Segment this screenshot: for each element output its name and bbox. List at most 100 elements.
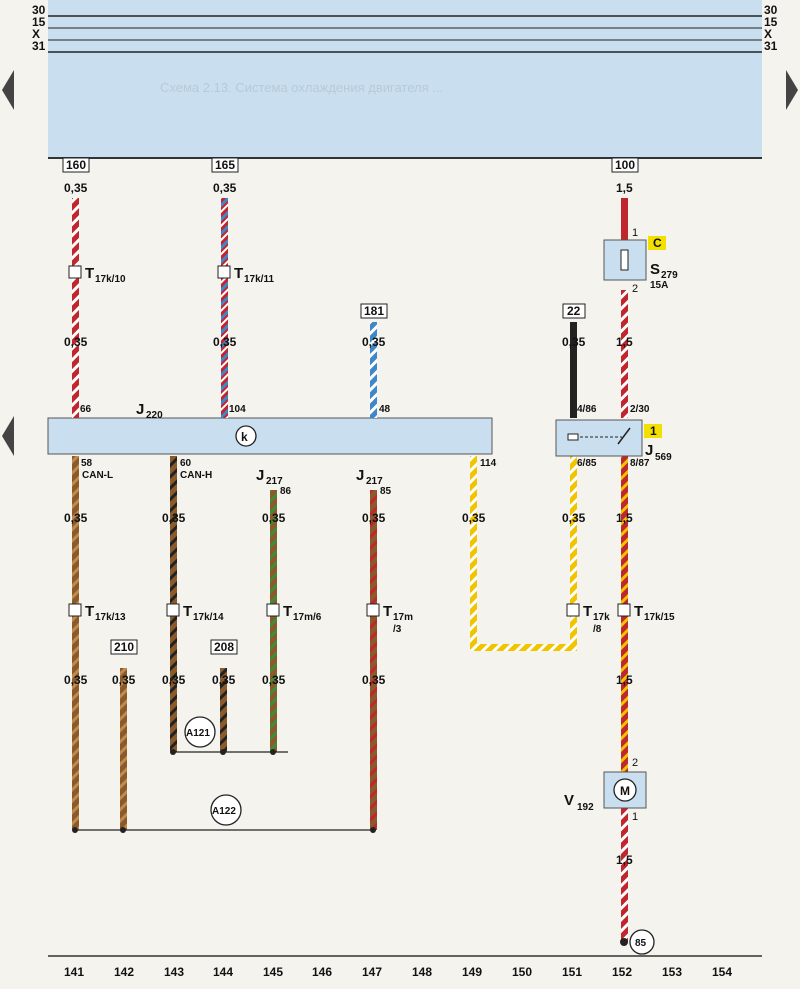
top-power-panel	[48, 0, 762, 158]
j217-label-main: J	[356, 467, 364, 484]
wire-210	[120, 668, 127, 830]
svg-text:17k/10: 17k/10	[95, 274, 126, 285]
grid-number: 148	[412, 965, 432, 979]
bus-label-x-left: X	[32, 27, 40, 41]
wire-ref-box	[210, 639, 238, 655]
pin-2-30: 2/30	[630, 404, 650, 415]
j569-label-sub: 569	[655, 452, 672, 463]
bus-label-15-right: 15	[764, 15, 778, 29]
grid-number: 147	[362, 965, 382, 979]
header-ghost-text: Схема 2.13. Система охлаждения двигателя…	[160, 80, 443, 95]
j217-label-sub: 217	[266, 476, 283, 487]
cross-section-label: 0,35	[562, 511, 586, 525]
bus-label-31-left: 31	[32, 39, 46, 53]
pin-86: 86	[280, 486, 292, 497]
grid-number: 150	[512, 965, 532, 979]
wire-165	[221, 198, 228, 418]
pin-58: 58	[81, 458, 93, 469]
svg-text:17m/6: 17m/6	[293, 612, 322, 623]
cross-section-label: 0,35	[64, 181, 88, 195]
j217-label-sub: 217	[366, 476, 383, 487]
connector-t17k11: T 17k/11	[217, 265, 274, 285]
prev-page-arrow-icon[interactable]	[2, 70, 14, 110]
svg-text:/8: /8	[593, 624, 602, 635]
wire-ref-208: 208	[214, 640, 234, 654]
wire-208	[220, 668, 227, 752]
wire-ref-181: 181	[364, 304, 384, 318]
svg-text:T: T	[283, 603, 292, 620]
bus-label-x-right: X	[764, 27, 772, 41]
cross-section-label: 1,5	[616, 181, 633, 195]
svg-text:/3: /3	[393, 624, 402, 635]
cross-section-label: 0,35	[462, 511, 486, 525]
cross-section-label: 0,35	[262, 673, 286, 687]
cross-section-label: 1,5	[616, 853, 633, 867]
svg-text:17k/15: 17k/15	[644, 612, 675, 623]
s279-label-main: S	[650, 261, 660, 278]
v192-label-main: V	[564, 792, 574, 809]
prev-section-arrow-icon[interactable]	[2, 416, 14, 456]
grid-number: 149	[462, 965, 482, 979]
bus-label-30-right: 30	[764, 3, 778, 17]
pin-6-85: 6/85	[577, 458, 597, 469]
s279-label-sub: 279	[661, 270, 678, 281]
next-page-arrow-icon[interactable]	[786, 70, 798, 110]
junction-dot	[270, 749, 276, 755]
grid-number: 153	[662, 965, 682, 979]
wire-ref-22: 22	[567, 304, 581, 318]
svg-text:T: T	[85, 265, 94, 282]
motor-pin-out: 1	[632, 811, 638, 823]
j220-label-main: J	[136, 401, 144, 418]
wire-ref-box	[110, 639, 138, 655]
svg-text:T: T	[183, 603, 192, 620]
wire-181	[370, 322, 377, 418]
grid-number: 152	[612, 965, 632, 979]
junction-dot	[72, 827, 78, 833]
cross-section-label: 0,35	[64, 673, 88, 687]
connector-t17k10: T 17k/10	[68, 265, 126, 285]
can-l-label: CAN-L	[82, 470, 113, 481]
junction-a122-label: A122	[212, 806, 236, 817]
svg-text:17k/13: 17k/13	[95, 612, 126, 623]
can-h-label: CAN-H	[180, 470, 212, 481]
pin-114: 114	[480, 458, 497, 469]
junction-dot	[120, 827, 126, 833]
bus-label-31-right: 31	[764, 39, 778, 53]
cross-section-label: 0,35	[112, 673, 136, 687]
junction-a121-marker	[184, 716, 216, 748]
relay-slot-tag	[644, 424, 662, 438]
cross-section-label: 0,35	[213, 181, 237, 195]
wire-ref-165: 165	[215, 158, 235, 172]
svg-text:T: T	[583, 603, 592, 620]
junction-dot	[370, 827, 376, 833]
cross-section-label: 0,35	[362, 511, 386, 525]
junction-a122-marker	[210, 794, 242, 826]
grid-number: 145	[263, 965, 283, 979]
wire-685	[570, 456, 577, 650]
wire-motor-ground	[621, 808, 628, 942]
cross-section-label: 0,35	[64, 335, 88, 349]
v192-label-sub: 192	[577, 802, 594, 813]
connector-t17m6: T 17m/6	[266, 603, 322, 623]
junction-a121-label: A121	[186, 728, 210, 739]
junction-dot	[220, 749, 226, 755]
fuse-box-tag	[648, 236, 666, 250]
ground-85-label: 85	[635, 938, 647, 949]
bus-label-15-left: 15	[32, 15, 46, 29]
pin-48: 48	[379, 404, 391, 415]
motor-symbol: M	[620, 784, 630, 798]
wire-ref-box	[211, 157, 239, 173]
wire-160	[72, 198, 79, 418]
grid-number: 141	[64, 965, 84, 979]
connector-t17k15: T 17k/15	[617, 603, 675, 623]
wire-j217-86	[270, 490, 277, 752]
s279-rating: 15A	[650, 280, 668, 291]
cross-section-label: 0,35	[162, 673, 186, 687]
wire-ref-160: 160	[66, 158, 86, 172]
cross-section-label: 1,5	[616, 511, 633, 525]
wire-ref-box	[360, 303, 388, 319]
cross-section-label: 0,35	[213, 335, 237, 349]
svg-text:17m: 17m	[393, 612, 413, 623]
pin-60: 60	[180, 458, 192, 469]
